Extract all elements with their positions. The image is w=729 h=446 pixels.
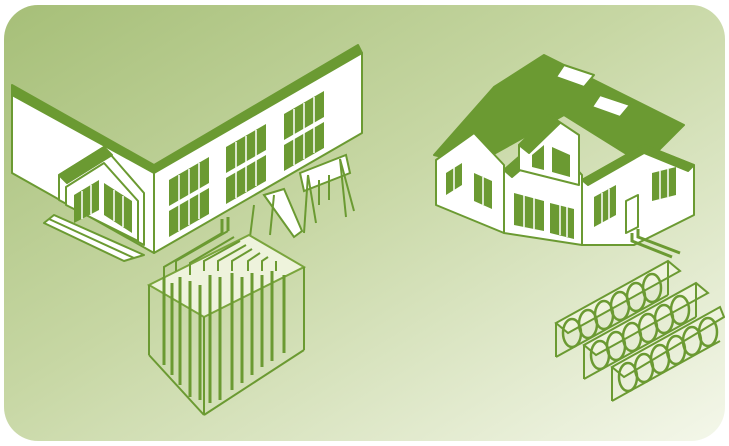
geothermal-illustration [4, 5, 725, 441]
illustration-panel [4, 5, 725, 441]
